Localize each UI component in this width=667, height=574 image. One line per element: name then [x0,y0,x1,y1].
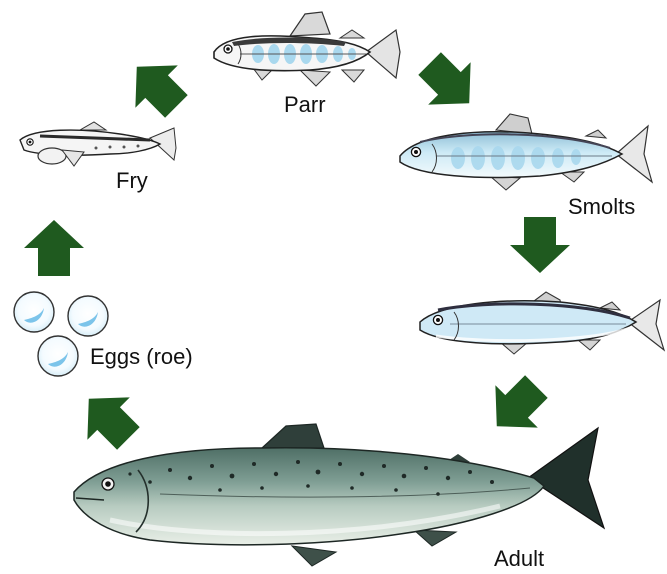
fry-fish [20,122,176,166]
adult-salmon [74,424,604,566]
parr-label: Parr [284,92,326,117]
smolt-fish [400,114,652,190]
arrow-parr-to-smolts [408,42,490,124]
smolts-label: Smolts [568,194,635,219]
arrow-smolts-down [510,217,570,273]
fry-label: Fry [116,168,148,193]
egg [14,292,54,332]
arrow-adult-to-eggs [68,378,150,460]
arrow-to-adult [476,365,558,447]
arrow-fry-to-parr [116,46,198,128]
migrating-smolt-fish [420,292,664,354]
adult-label: Adult [494,546,544,571]
egg [38,336,78,376]
arrow-eggs-to-fry [24,220,84,276]
eggs-label: Eggs (roe) [90,344,193,369]
parr-fish [214,12,400,86]
egg [68,296,108,336]
